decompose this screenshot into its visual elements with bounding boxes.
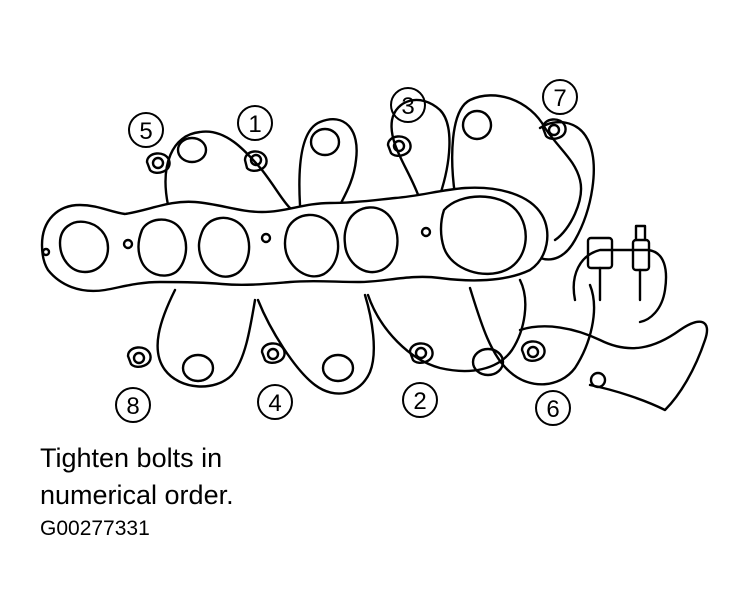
figure-id: G00277331 — [40, 517, 150, 540]
bolt-bosses — [176, 109, 505, 383]
callout-circle-4 — [257, 384, 293, 420]
bolt-4-head — [260, 342, 286, 364]
bolt-label-4: 4 — [268, 390, 281, 417]
upper-runners — [164, 94, 595, 261]
intake-manifold-diagram: 1 2 3 4 5 6 7 8 — [40, 79, 709, 426]
bolts — [126, 118, 567, 368]
bolt-1-head — [243, 150, 268, 172]
bolt-label-1: 1 — [248, 111, 261, 138]
bolt-label-2: 2 — [413, 388, 426, 415]
caption-line-1: Tighten bolts in — [40, 443, 223, 473]
callout-circle-3 — [390, 87, 426, 123]
bolt-6-head — [520, 340, 546, 362]
bolt-label-5: 5 — [139, 118, 152, 145]
manifold-flange — [40, 186, 549, 293]
callout-circle-1 — [237, 105, 273, 141]
bolt-3-head — [386, 135, 412, 157]
callout-circle-8 — [115, 387, 151, 423]
bolt-label-7: 7 — [553, 85, 566, 112]
flange-holes — [41, 226, 432, 257]
callout-circle-5 — [128, 112, 164, 148]
bolt-label-6: 6 — [546, 396, 559, 423]
bolt-5-head — [145, 152, 171, 174]
throttle-body — [572, 224, 668, 389]
lower-runners — [156, 278, 709, 412]
caption-line-2: numerical order. — [40, 480, 234, 510]
bolt-2-head — [408, 342, 434, 364]
bolt-label-3: 3 — [401, 93, 414, 120]
callout-circle-6 — [535, 390, 571, 426]
port-holes — [58, 195, 527, 278]
callout-circle-2 — [402, 382, 438, 418]
bolt-7-head — [541, 118, 567, 140]
callout-circle-7 — [542, 79, 578, 115]
number-callouts — [115, 79, 578, 426]
bolt-label-8: 8 — [126, 393, 139, 420]
bolt-8-head — [126, 346, 152, 368]
